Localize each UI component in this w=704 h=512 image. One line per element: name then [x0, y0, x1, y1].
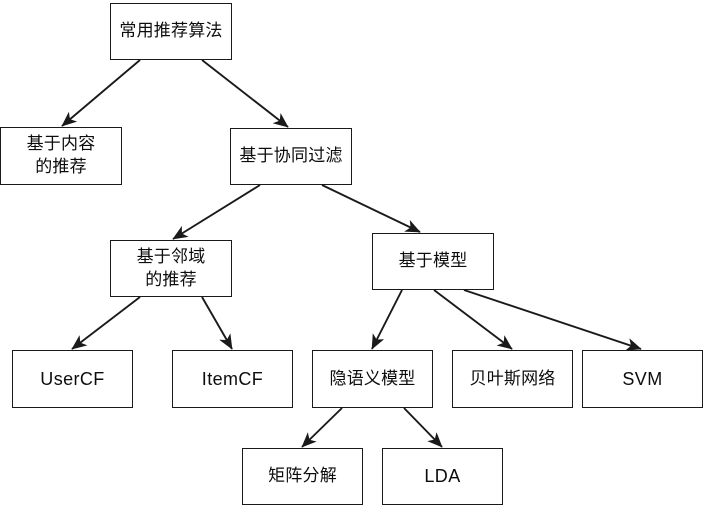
edge-model-to-bayes	[433, 289, 513, 350]
edge-model-to-svm	[463, 289, 642, 351]
edge-lfm-to-mf	[301, 407, 343, 448]
node-lfm[interactable]: 隐语义模型	[312, 350, 433, 408]
node-mf[interactable]: 矩阵分解	[242, 448, 363, 505]
node-neighbor[interactable]: 基于邻域 的推荐	[110, 240, 232, 297]
edge-root-to-content	[61, 59, 141, 127]
node-content[interactable]: 基于内容 的推荐	[0, 127, 122, 185]
node-bayes[interactable]: 贝叶斯网络	[452, 350, 573, 408]
node-svm[interactable]: SVM	[582, 350, 703, 408]
edge-neighbor-to-usercf	[71, 296, 141, 350]
edge-root-to-cf	[201, 59, 289, 128]
edge-model-to-lfm	[371, 289, 403, 350]
node-usercf[interactable]: UserCF	[12, 350, 133, 408]
node-model[interactable]: 基于模型	[372, 233, 494, 290]
edge-cf-to-model	[321, 184, 421, 233]
node-lda[interactable]: LDA	[382, 448, 503, 505]
edge-lfm-to-lda	[403, 407, 443, 448]
node-cf[interactable]: 基于协同过滤	[230, 128, 352, 185]
node-itemcf[interactable]: ItemCF	[172, 350, 293, 408]
edge-cf-to-neighbor	[172, 184, 261, 240]
edge-neighbor-to-itemcf	[201, 296, 233, 350]
node-root[interactable]: 常用推荐算法	[110, 3, 232, 60]
